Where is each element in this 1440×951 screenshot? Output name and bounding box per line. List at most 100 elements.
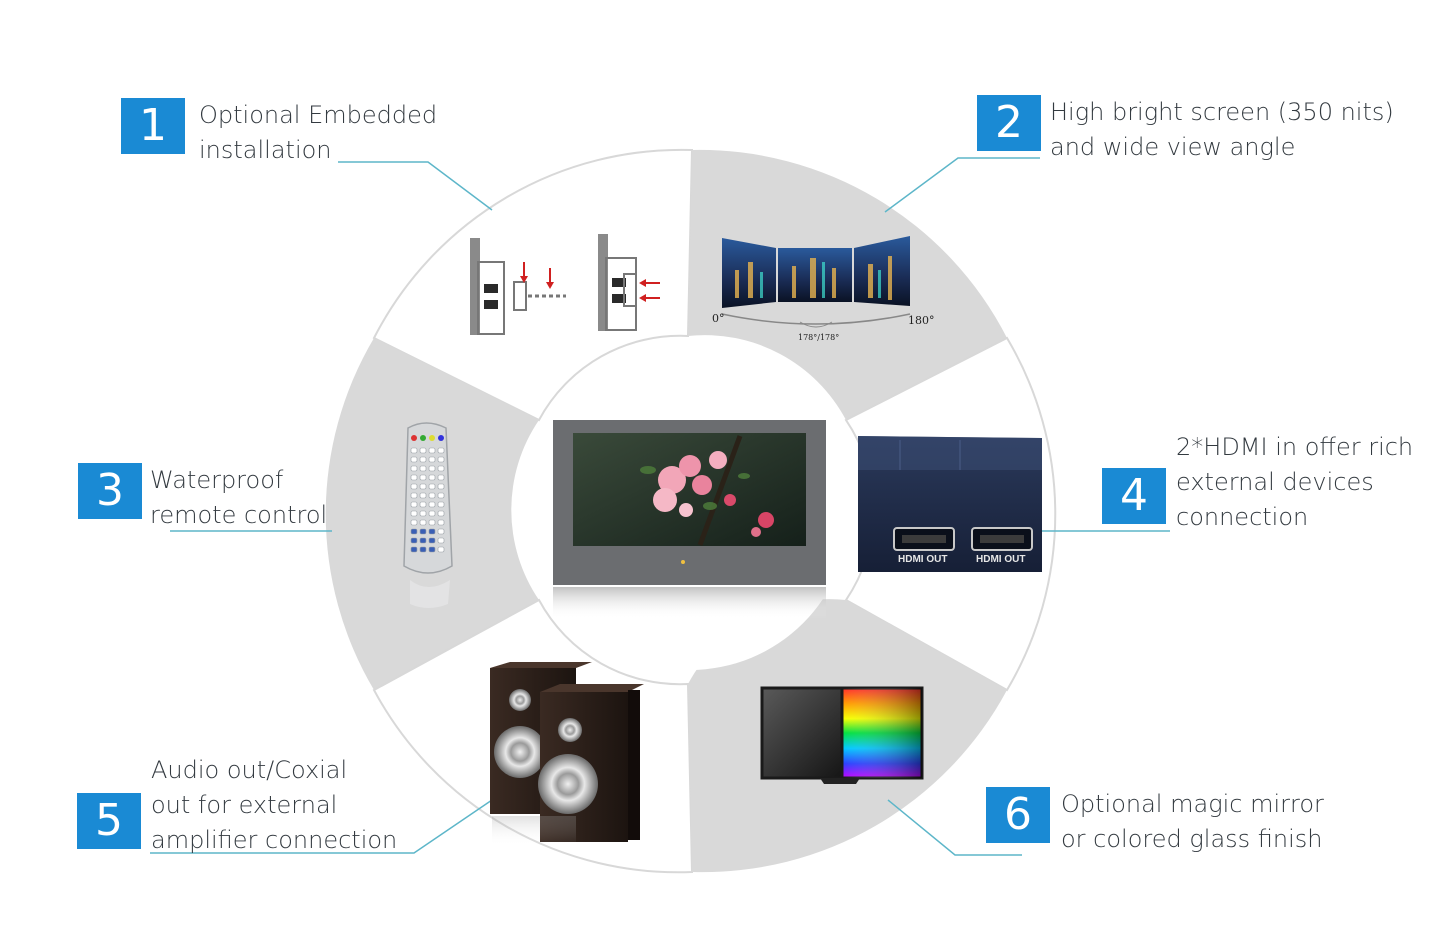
feature-4-line-1: 2*HDMI in offer rich [1176, 433, 1414, 461]
feature-5-line-1: Audio out/Coxial [151, 756, 348, 784]
feature-1: 1 Optional Embedded installation [121, 98, 437, 168]
remote-button [437, 501, 445, 508]
remote-button [428, 483, 436, 490]
glass-finish-illustration [760, 686, 924, 784]
embedded-installation-illustration [470, 234, 660, 335]
feature-3-line-2: remote control [150, 501, 328, 529]
feature-4-caption: 2*HDMI in offer rich external devices co… [1176, 430, 1413, 535]
remote-button [410, 492, 418, 499]
feature-2-number: 2 [977, 95, 1041, 151]
remote-button [437, 465, 445, 472]
feature-3-number: 3 [78, 463, 142, 519]
blossom-flowers [653, 451, 774, 537]
feature-2-line-1: High bright screen (350 nits) [1050, 98, 1394, 126]
remote-button [428, 510, 436, 517]
feature-5: 5 Audio out/Coxial out for external ampl… [77, 753, 397, 858]
hdmi-label-1: HDMI OUT [898, 554, 947, 565]
remote-button [410, 537, 418, 544]
feature-1-number: 1 [121, 98, 185, 154]
feature-1-caption: Optional Embedded installation [199, 98, 437, 168]
remote-button [428, 465, 436, 472]
feature-6-caption: Optional magic mirror or colored glass f… [1061, 787, 1324, 857]
view-angle-illustration: 0° 178°/178° 180° [712, 236, 935, 342]
remote-button [419, 519, 427, 526]
feature-2: 2 High bright screen (350 nits) and wide… [977, 95, 1394, 165]
feature-3: 3 Waterproof remote control [78, 463, 327, 533]
remote-button [410, 528, 418, 535]
remote-color-button [411, 435, 417, 441]
feature-6-line-2: or colored glass finish [1061, 825, 1323, 853]
leader-line-5 [150, 799, 493, 854]
remote-button [437, 474, 445, 481]
remote-button [428, 528, 436, 535]
remote-button [428, 519, 436, 526]
feature-6-line-1: Optional magic mirror [1061, 790, 1324, 818]
remote-button [428, 492, 436, 499]
feature-1-line-2: installation [199, 136, 332, 164]
remote-button [410, 456, 418, 463]
remote-button [428, 501, 436, 508]
remote-button [428, 537, 436, 544]
hdmi-label-2: HDMI OUT [976, 554, 1025, 565]
remote-color-button [429, 435, 435, 441]
remote-button [428, 456, 436, 463]
remote-button [419, 528, 427, 535]
remote-button [410, 474, 418, 481]
feature-5-number: 5 [77, 793, 141, 849]
remote-button [410, 510, 418, 517]
remote-button [410, 546, 418, 553]
feature-1-line-1: Optional Embedded [199, 101, 438, 129]
remote-button [419, 447, 427, 454]
remote-button [428, 474, 436, 481]
remote-button [419, 483, 427, 490]
remote-button [410, 519, 418, 526]
remote-button [437, 528, 445, 535]
remote-button [419, 510, 427, 517]
feature-6: 6 Optional magic mirror or colored glass… [986, 787, 1324, 857]
remote-button [428, 546, 436, 553]
leader-lines [150, 157, 1170, 856]
angle-label-center: 178°/178° [798, 333, 839, 342]
leader-line-2 [884, 157, 1040, 213]
feature-6-number: 6 [986, 787, 1050, 843]
center-tv-illustration [553, 420, 826, 619]
leader-line-6 [887, 799, 1022, 856]
angle-label-start: 0° [712, 312, 725, 325]
remote-button [419, 492, 427, 499]
feature-3-line-1: Waterproof [150, 466, 284, 494]
feature-4-line-2: external devices [1176, 468, 1374, 496]
wheel-segment-1 [372, 148, 694, 422]
speakers-illustration [490, 662, 644, 846]
remote-color-button [420, 435, 426, 441]
feature-3-caption: Waterproof remote control [150, 463, 327, 533]
hdmi-box-illustration: HDMI OUT HDMI OUT [858, 436, 1042, 572]
remote-button [419, 456, 427, 463]
remote-button [419, 537, 427, 544]
remote-button [419, 501, 427, 508]
remote-button [410, 483, 418, 490]
leader-line-1 [338, 161, 493, 211]
feature-2-caption: High bright screen (350 nits) and wide v… [1050, 95, 1394, 165]
remote-button [410, 447, 418, 454]
remote-button [437, 510, 445, 517]
remote-button [437, 537, 445, 544]
remote-button [437, 456, 445, 463]
remote-button [428, 447, 436, 454]
remote-button [410, 465, 418, 472]
remote-button [437, 492, 445, 499]
remote-button [419, 546, 427, 553]
remote-button [437, 483, 445, 490]
feature-5-line-3: amplifier connection [151, 826, 398, 854]
remote-color-button [438, 435, 444, 441]
remote-control-illustration [403, 422, 453, 608]
remote-button [437, 519, 445, 526]
remote-button [410, 501, 418, 508]
feature-5-caption: Audio out/Coxial out for external amplif… [151, 753, 397, 858]
remote-button [437, 447, 445, 454]
feature-4-number: 4 [1102, 468, 1166, 524]
angle-label-end: 180° [908, 314, 935, 327]
remote-button [419, 474, 427, 481]
feature-4-line-3: connection [1176, 503, 1309, 531]
remote-button [419, 465, 427, 472]
feature-4: 4 2*HDMI in offer rich external devices … [1102, 430, 1413, 535]
